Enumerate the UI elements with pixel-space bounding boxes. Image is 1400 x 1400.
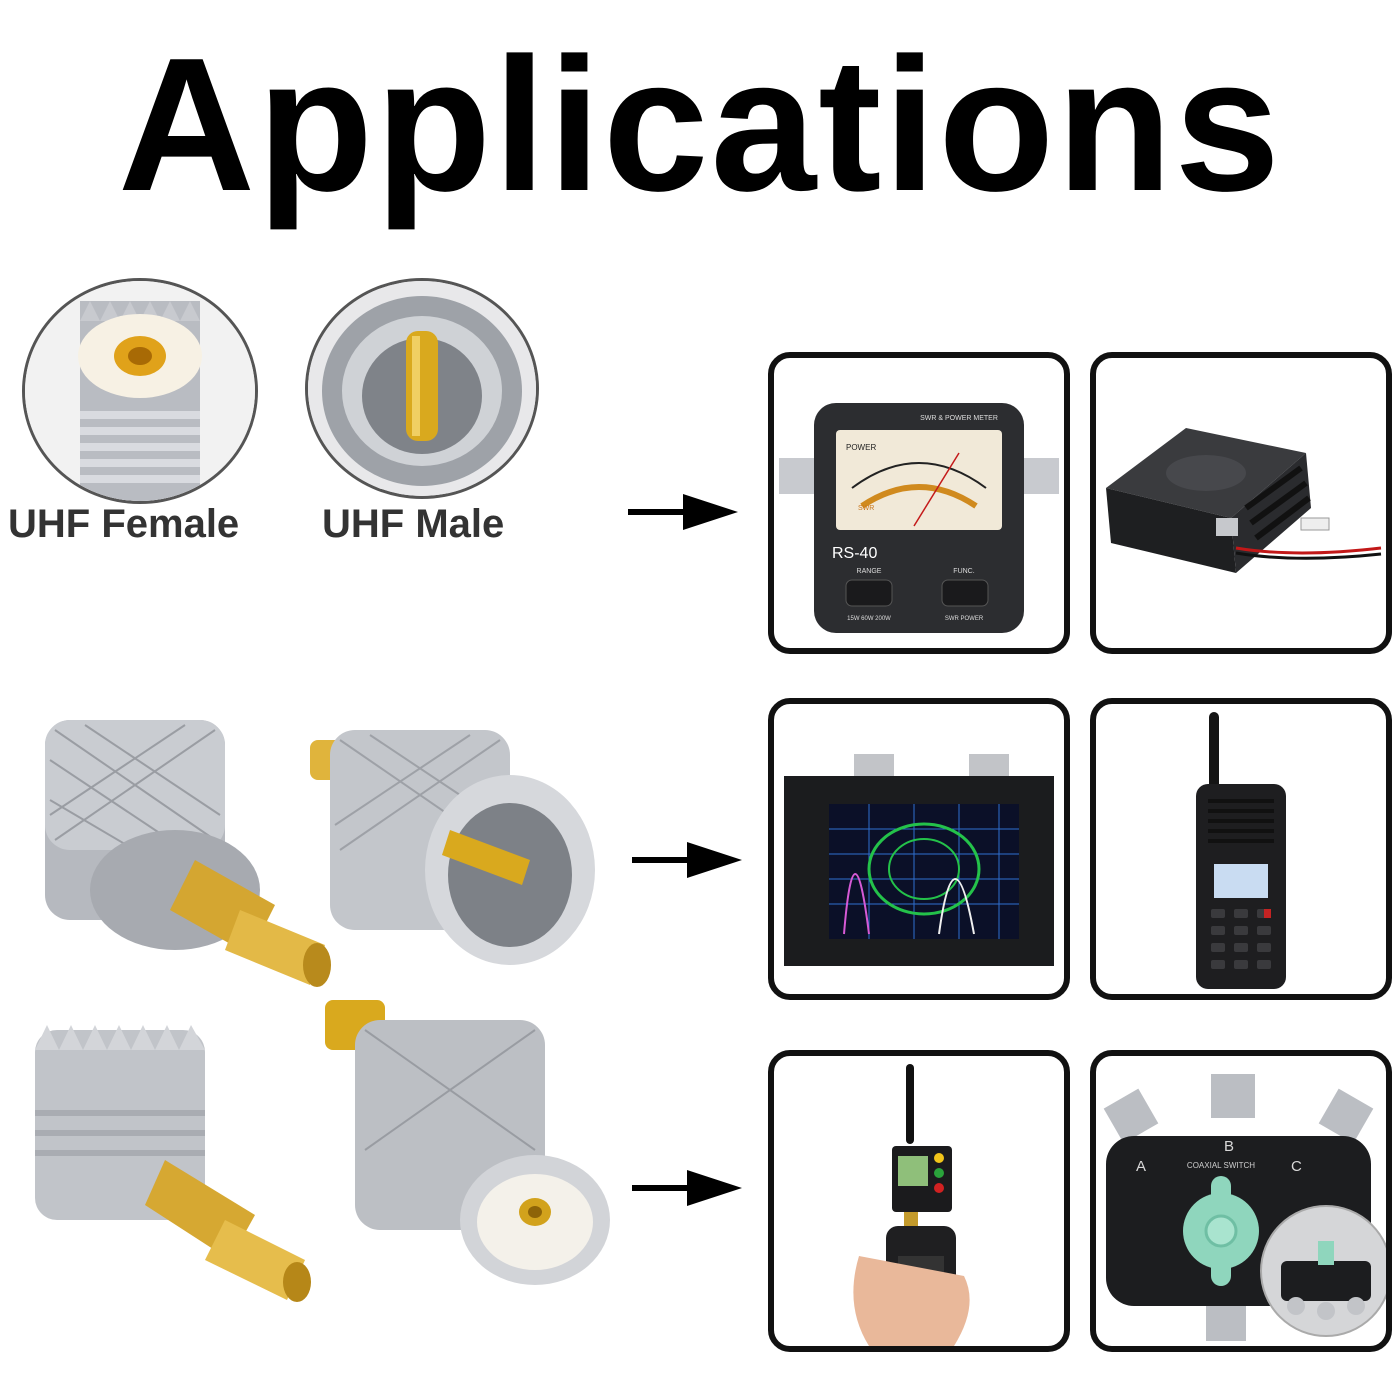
application-card-coaxial-switch: A B C COAXIAL SWITCH bbox=[1090, 1050, 1392, 1352]
switch-title: COAXIAL SWITCH bbox=[1187, 1161, 1255, 1170]
uhf-male-label: UHF Male bbox=[322, 502, 505, 546]
sma-male-to-uhf-female-adapter bbox=[315, 990, 615, 1290]
meter-range-label: RANGE bbox=[857, 568, 882, 575]
meter-func-label: FUNC. bbox=[953, 568, 974, 575]
uhf-female-closeup bbox=[22, 278, 258, 504]
application-card-frequency-counter bbox=[768, 1050, 1070, 1352]
arrow-right-icon bbox=[632, 842, 742, 878]
application-card-antenna-analyzer bbox=[768, 698, 1070, 1000]
meter-scale-power: POWER bbox=[846, 443, 876, 452]
switch-port-c: C bbox=[1291, 1158, 1302, 1175]
switch-port-a: A bbox=[1136, 1158, 1146, 1175]
sma-female-to-uhf-male-adapter bbox=[300, 710, 600, 980]
uhf-female-label: UHF Female bbox=[8, 502, 240, 546]
application-card-mobile-radio bbox=[1090, 352, 1392, 654]
switch-port-b: B bbox=[1224, 1138, 1234, 1155]
meter-func-values: SWR POWER bbox=[945, 616, 984, 622]
meter-scale-swr: SWR bbox=[858, 505, 874, 512]
uhf-male-closeup bbox=[305, 278, 539, 499]
page-title: Applications bbox=[117, 19, 1283, 231]
meter-brand-line: SWR & POWER METER bbox=[920, 415, 998, 422]
meter-model: RS-40 bbox=[832, 545, 877, 562]
n-male-to-sma-male-adapter bbox=[25, 710, 335, 990]
arrow-right-icon bbox=[628, 494, 738, 530]
uhf-female-to-sma-female-adapter bbox=[25, 1010, 315, 1310]
meter-range-values: 15W 60W 200W bbox=[847, 616, 891, 622]
arrow-right-icon bbox=[632, 1170, 742, 1206]
application-card-handheld-radio bbox=[1090, 698, 1392, 1000]
application-card-swr-meter: SWR & POWER METER POWER SWR RS-40 RANGE … bbox=[768, 352, 1070, 654]
